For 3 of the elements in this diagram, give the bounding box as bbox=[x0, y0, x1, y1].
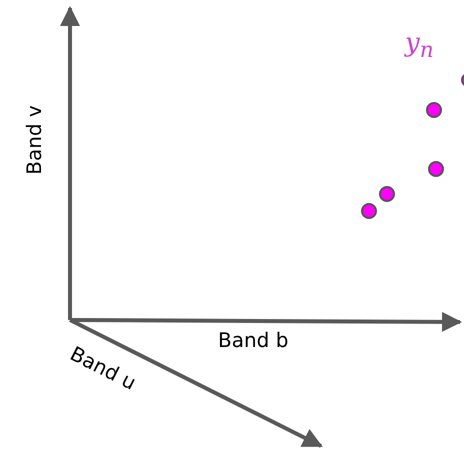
axis-label: Band b bbox=[218, 330, 288, 350]
point-label: y$_{n}$ bbox=[405, 30, 434, 62]
axis-label: Band v bbox=[24, 105, 44, 175]
